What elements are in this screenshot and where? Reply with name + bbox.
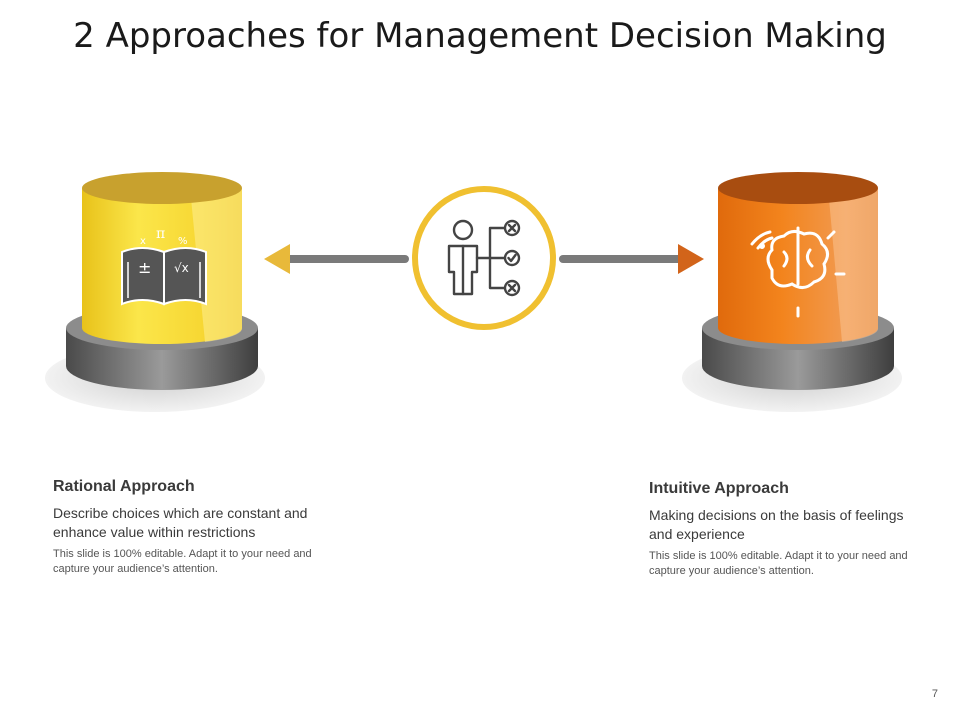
svg-text:√x: √x xyxy=(174,261,189,275)
rational-note: This slide is 100% editable. Adapt it to… xyxy=(53,548,312,575)
center-circle xyxy=(412,186,556,330)
rational-description: Describe choices which are constant and … xyxy=(53,505,308,540)
rational-cylinder: ± √x π x % xyxy=(45,172,265,412)
intuitive-note: This slide is 100% editable. Adapt it to… xyxy=(649,550,908,577)
rational-approach-block: Rational Approach Describe choices which… xyxy=(53,478,323,577)
svg-text:±: ± xyxy=(138,258,151,277)
right-arrow xyxy=(559,244,704,274)
decision-person-icon xyxy=(447,219,521,297)
svg-text:x: x xyxy=(140,236,146,247)
svg-text:%: % xyxy=(178,236,188,247)
svg-text:π: π xyxy=(156,226,165,242)
rational-heading: Rational Approach xyxy=(53,478,195,495)
brain-icon xyxy=(750,226,846,318)
intuitive-heading: Intuitive Approach xyxy=(649,480,789,497)
page-number: 7 xyxy=(931,688,938,700)
intuitive-approach-block: Intuitive Approach Making decisions on t… xyxy=(649,480,919,579)
left-arrow xyxy=(264,244,409,274)
intuitive-description: Making decisions on the basis of feeling… xyxy=(649,507,904,542)
intuitive-cylinder xyxy=(682,172,902,412)
math-book-icon: ± √x π x % xyxy=(121,226,207,306)
slide-title: 2 Approaches for Management Decision Mak… xyxy=(73,16,887,56)
